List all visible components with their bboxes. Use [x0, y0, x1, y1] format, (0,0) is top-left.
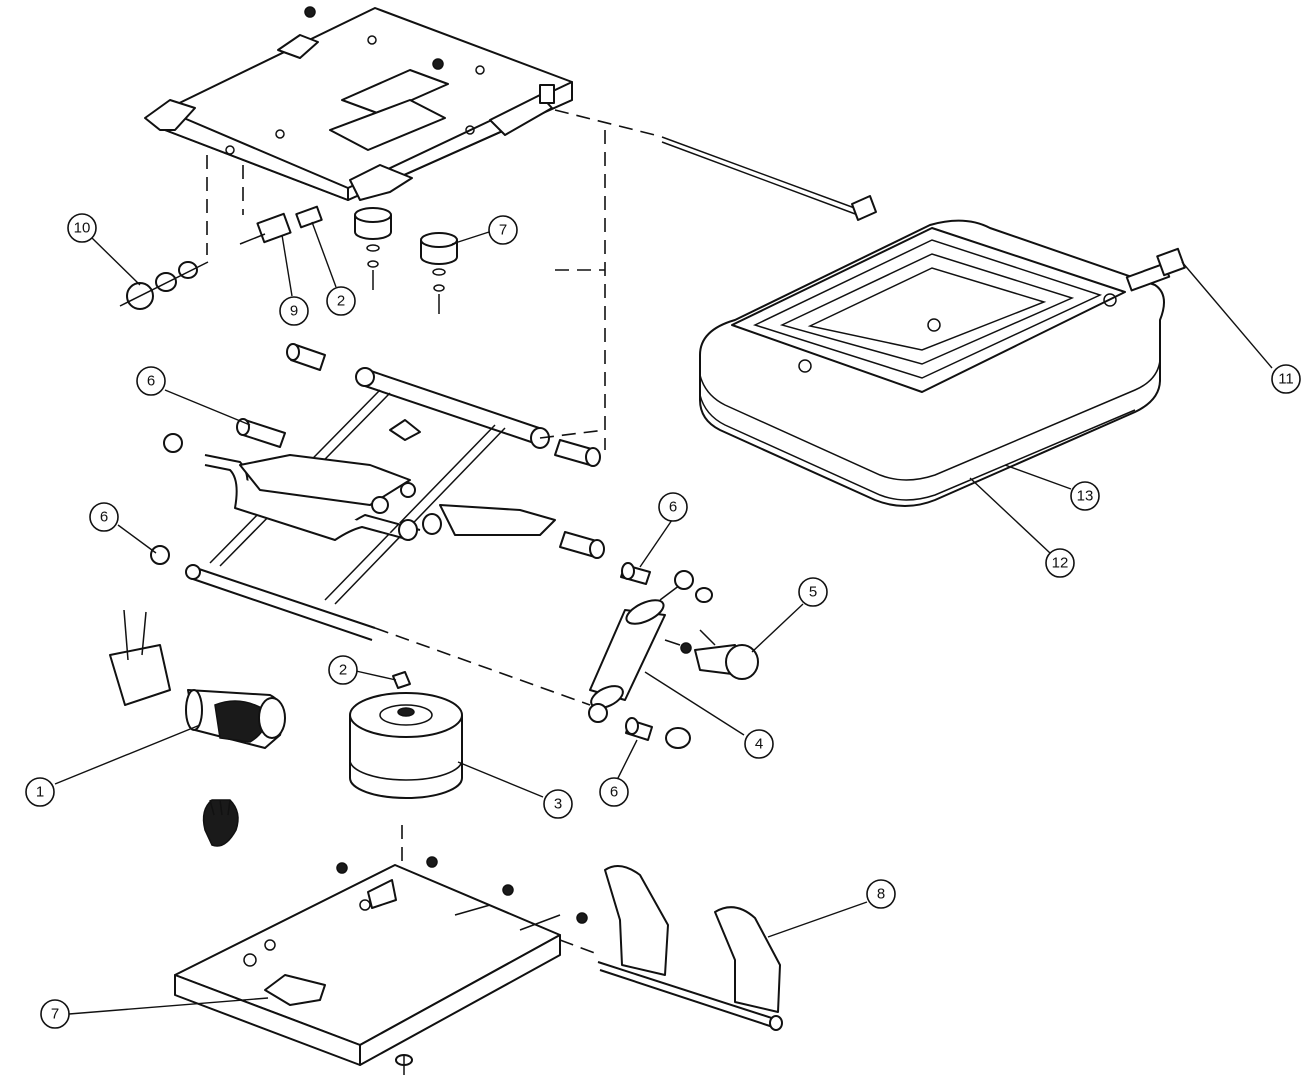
leader-lines: [54, 221, 1273, 1015]
svg-text:13: 13: [1077, 488, 1094, 505]
svg-text:6: 6: [610, 784, 618, 801]
callout-2: 2: [328, 655, 358, 685]
callout-6: 6: [599, 777, 629, 807]
bottom-base-plate: [174, 856, 588, 1075]
callout-4: 4: [744, 729, 774, 759]
callout-1: 1: [25, 777, 55, 807]
svg-text:7: 7: [499, 222, 507, 239]
bushings: [150, 343, 713, 749]
callout-9: 9: [279, 296, 309, 326]
svg-text:7: 7: [51, 1006, 59, 1023]
svg-text:1: 1: [36, 784, 44, 801]
shock-absorber: [588, 570, 694, 723]
callout-6: 6: [136, 366, 166, 396]
cap-and-washers: [119, 261, 209, 310]
svg-text:10: 10: [74, 220, 91, 237]
adjustment-knob: [664, 629, 759, 680]
svg-text:5: 5: [809, 584, 817, 601]
callout-10: 10: [67, 213, 97, 243]
svg-text:11: 11: [1278, 371, 1294, 388]
air-compressor: [109, 609, 286, 749]
callout-12: 12: [1045, 548, 1075, 578]
callout-13: 13: [1070, 481, 1100, 511]
rubber-bumpers-top: [354, 207, 458, 314]
scissor-frame: [185, 367, 556, 641]
svg-text:6: 6: [669, 499, 677, 516]
callout-7: 7: [40, 999, 70, 1029]
callout-8: 8: [866, 879, 896, 909]
callout-6: 6: [658, 492, 688, 522]
top-mounting-plate: [144, 6, 573, 201]
callout-5: 5: [798, 577, 828, 607]
valve-assembly: [239, 205, 323, 245]
callout-6: 6: [89, 502, 119, 532]
callout-11: 11: [1271, 364, 1301, 394]
svg-text:3: 3: [554, 796, 562, 813]
svg-text:8: 8: [877, 886, 885, 903]
svg-text:6: 6: [100, 509, 108, 526]
svg-text:6: 6: [147, 373, 155, 390]
svg-text:12: 12: [1052, 555, 1069, 572]
alignment-lines: [206, 109, 656, 956]
bellows-boot: [699, 219, 1186, 507]
callout-3: 3: [543, 789, 573, 819]
callout-7: 7: [488, 215, 518, 245]
svg-text:2: 2: [339, 662, 347, 679]
wire-harness: [202, 799, 239, 847]
svg-text:4: 4: [755, 736, 763, 753]
callout-2: 2: [326, 286, 356, 316]
svg-text:2: 2: [337, 293, 345, 310]
handle-bracket: [597, 865, 783, 1031]
pivot-rod: [661, 136, 877, 221]
air-spring: [349, 671, 463, 799]
svg-text:9: 9: [290, 303, 298, 320]
